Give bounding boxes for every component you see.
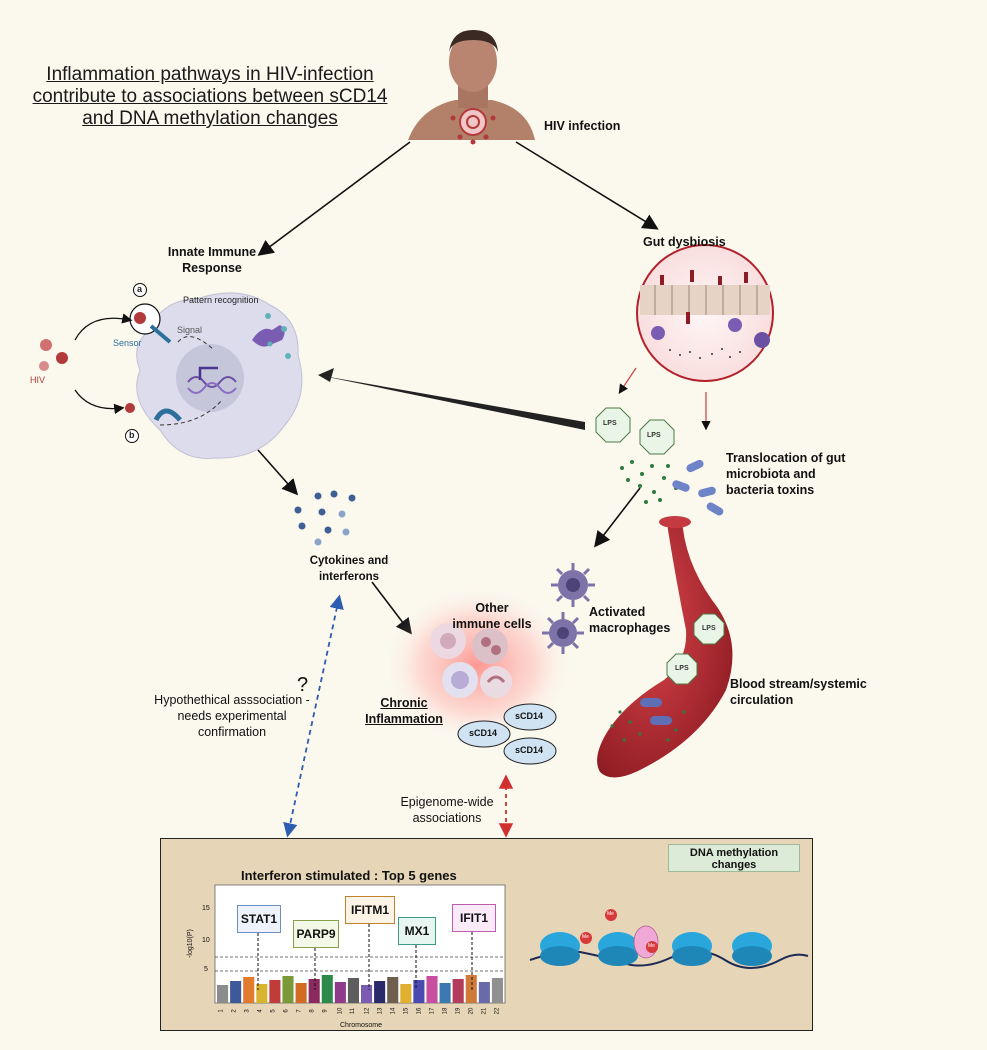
chromosome-band-10 [334,982,346,1003]
y-tick-5: 5 [204,966,208,973]
label-hiv-infection: HIV infection [544,119,621,133]
me-label-1: Me [582,934,589,940]
other-immune-cells [430,623,512,698]
label-activated-macrophages: Activated macrophages [589,605,671,635]
chromosome-band-1 [217,985,229,1003]
chromosome-band-4 [256,984,268,1003]
label-hiv: HIV [30,375,46,385]
scd14-label-2: sCD14 [469,728,498,738]
question-mark: ? [297,674,309,696]
lps-molecules-top [595,407,675,455]
label-blood-stream: Blood stream/systemic circulation [730,677,867,707]
marker-b: b [129,430,135,440]
chromosome-band-9 [321,975,333,1003]
chromosome-band-8 [308,979,320,1003]
label-other-immune-cells: Other immune cells [452,601,532,631]
me-label-2: Me [607,911,614,917]
chromosome-band-15 [400,984,412,1003]
arrow-hiv-to-gut [515,141,659,230]
chromosome-band-2 [230,981,242,1003]
arrow-toxins-to-macrophages [594,487,641,548]
label-cytokines-interferons: Cytokines and interferons [309,555,389,583]
dna-methylation-box: DNA methylation changes [668,844,800,872]
cytokine-particles [294,490,356,546]
marker-a: a [137,284,143,294]
hiv-virions [39,313,135,415]
chromosome-band-7 [295,983,307,1003]
gene-label-stat1: STAT1 [237,905,281,933]
arrow-gut-to-lps [618,367,637,394]
gene-label-ifitm1: IFITM1 [345,896,395,924]
scd14-molecules [457,703,557,765]
y-tick-15: 15 [202,905,210,912]
label-signal: Signal [177,325,203,335]
chromosome-band-19 [452,979,464,1003]
scd14-label-1: sCD14 [515,711,544,721]
blood-vessel-illustration [597,516,733,778]
chromosome-band-17 [426,976,438,1003]
label-pattern-recognition: Pattern recognition [183,295,259,305]
arrow-lps-to-innate [318,375,585,430]
lps-label-2: LPS [647,432,661,439]
x-axis-label: Chromosome [340,1022,383,1029]
label-translocation: Translocation of gut microbiota and bact… [726,451,846,497]
gene-label-mx1: MX1 [398,917,436,945]
arrow-cell-to-cytokines [257,449,299,496]
label-sensor: Sensor [113,338,142,348]
bacteria-rods [672,459,724,516]
gene-label-ifit1: IFIT1 [452,904,496,932]
scd14-label-3: sCD14 [515,745,544,755]
y-tick-10: 10 [202,937,210,944]
label-epigenome-wide: Epigenome-wide associations [400,795,494,825]
label-hypothetical-association: Hypothethical asssociation - needs exper… [154,693,310,739]
label-chronic-inflammation: Chronic Inflammation [365,696,443,726]
chromosome-band-5 [269,980,281,1003]
lps-label-3: LPS [702,625,716,632]
me-label-3: Me [648,943,655,949]
arrow-hypothetical-association [283,594,344,838]
person-illustration [408,30,535,145]
chromosome-band-20 [465,975,477,1003]
figure-title: Inflammation pathways in HIV-infection c… [32,64,388,129]
chromosome-band-16 [413,980,425,1003]
chromosome-band-18 [439,983,451,1003]
manhattan-title: Interferon stimulated : Top 5 genes [241,868,457,883]
chromosome-band-12 [361,985,373,1003]
innate-immune-cell [125,283,303,459]
chromosome-band-3 [243,977,255,1003]
label-innate-immune-response: Innate Immune Response [167,245,257,275]
arrow-hiv-to-innate [257,141,411,256]
dna-nucleosomes [529,909,809,969]
label-gut-dysbiosis: Gut dysbiosis [643,235,726,249]
chromosome-band-22 [491,978,503,1003]
chromosome-band-13 [374,981,386,1003]
chromosome-band-14 [387,977,399,1003]
gut-dysbiosis-illustration [636,244,774,382]
chromosome-band-11 [347,978,359,1003]
lps-label-4: LPS [675,665,689,672]
chromosome-band-21 [478,982,490,1003]
chromosome-band-6 [282,976,294,1003]
gene-label-parp9: PARP9 [293,920,339,948]
lps-label-1: LPS [603,420,617,427]
activated-macrophages-illustration [542,563,595,654]
